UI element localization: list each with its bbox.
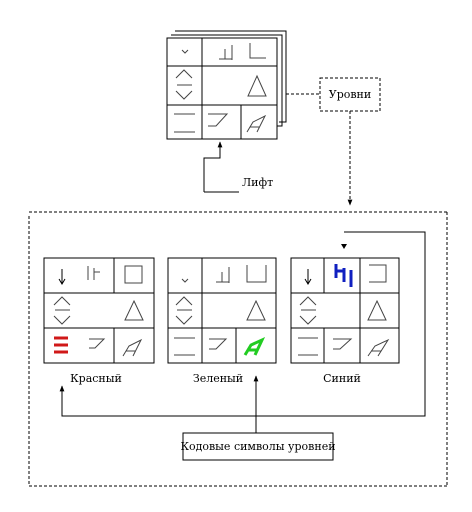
levels-note — [286, 77, 381, 206]
lift-curve-icon — [122, 338, 143, 357]
bars-red-icon — [54, 336, 68, 354]
square-icon — [124, 265, 143, 284]
top-level-stack — [166, 30, 287, 140]
up-down-chevron-icon — [53, 296, 71, 325]
level-codes-label: Кодовые символы уровней — [180, 440, 335, 453]
triangle-icon — [247, 74, 267, 97]
loop-connector — [256, 231, 426, 417]
turn-icon — [209, 338, 228, 350]
triangle-icon — [367, 299, 387, 321]
up-down-chevron-icon — [175, 69, 193, 100]
up-down-chevron-icon — [175, 296, 193, 325]
open-box-icon — [246, 265, 267, 283]
small-down-chevron-icon — [181, 49, 189, 54]
level-codes-box — [182, 432, 334, 461]
turn-icon — [89, 338, 106, 349]
lift-corner-blue-icon — [334, 264, 353, 287]
corner-icon — [249, 43, 266, 59]
turn-icon — [333, 338, 353, 350]
double-line-icon — [298, 337, 318, 356]
lift-label: Лифт — [242, 176, 273, 189]
panel-green — [167, 257, 277, 364]
double-line-icon — [174, 113, 195, 133]
triangle-icon — [246, 299, 266, 321]
triangle-icon — [124, 299, 144, 321]
top-panel — [166, 37, 278, 140]
lift-connector — [203, 141, 239, 193]
lift-curve-icon — [367, 338, 390, 357]
panel-red-label: Красный — [70, 372, 122, 385]
lift-bars-icon — [87, 266, 100, 280]
levels-frame-left-bottom — [28, 216, 447, 487]
panel-blue-label: Синий — [323, 372, 361, 385]
stack-sheet-middle — [171, 34, 283, 127]
double-line-icon — [174, 337, 195, 356]
lift-bars-icon — [219, 45, 233, 60]
pointer-triangle-icon — [341, 244, 347, 249]
levels-note-label: Уровни — [329, 88, 371, 101]
panel-green-label: Зеленый — [193, 372, 243, 385]
lift-curve-green-icon — [243, 336, 266, 356]
up-down-chevron-icon — [299, 296, 317, 325]
open-box-icon — [369, 264, 387, 283]
codes-to-red-arrow — [59, 385, 256, 417]
turn-icon — [208, 113, 229, 127]
panel-red — [43, 257, 155, 364]
small-down-chevron-icon — [181, 278, 189, 283]
lift-curve-icon — [246, 114, 267, 133]
panel-blue — [290, 257, 400, 364]
lift-bars-icon — [216, 267, 230, 283]
